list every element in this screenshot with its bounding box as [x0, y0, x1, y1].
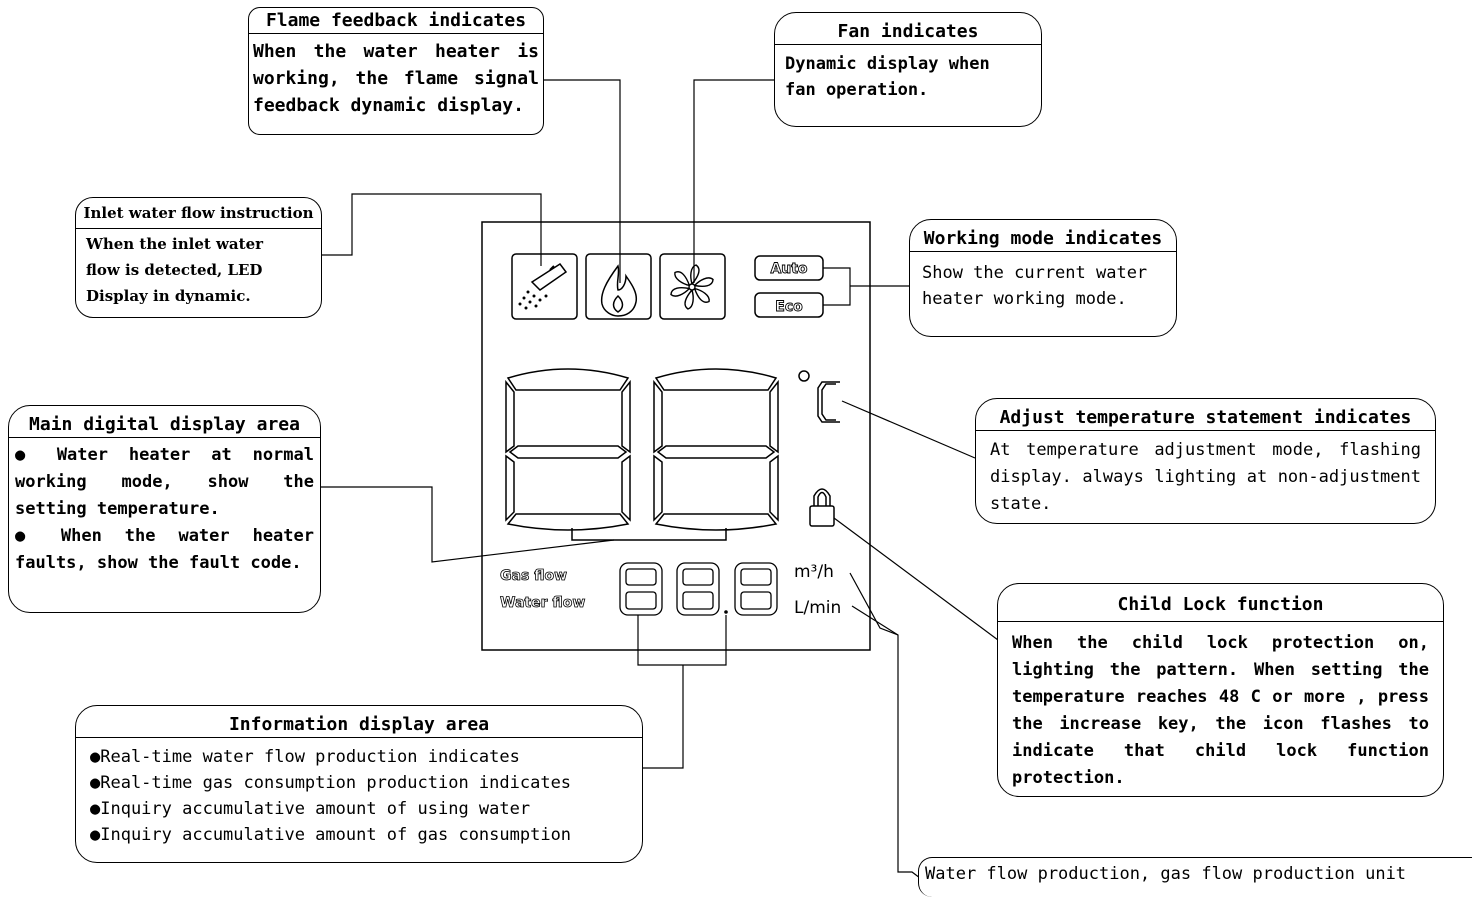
eco-mode-label: Eco: [775, 299, 803, 315]
flame-feedback-title: Flame feedback indicates: [249, 8, 543, 34]
main-digit-2: [653, 368, 779, 531]
working-mode-title: Working mode indicates: [910, 220, 1176, 252]
main-digit-1: [505, 368, 631, 531]
fan-callout: Fan indicates Dynamic display when fan o…: [774, 12, 1042, 127]
info-item: ●Real-time gas consumption production in…: [90, 773, 572, 793]
info-display-list: ●Real-time water flow production indicat…: [76, 738, 642, 854]
inlet-water-callout: Inlet water flow instruction When the in…: [75, 197, 322, 318]
flame-feedback-text: When the water heater is working, the fl…: [253, 41, 539, 116]
main-display-bullet-1: ● Water heater at normal working mode, s…: [15, 445, 314, 519]
display-panel-frame: [481, 221, 871, 651]
main-display-title: Main digital display area: [9, 406, 320, 438]
unit-callout: Water flow production, gas flow producti…: [918, 857, 1472, 897]
working-mode-text: Show the current water heater working mo…: [922, 263, 1148, 309]
leader-lines: [321, 79, 999, 879]
info-digit-2: [676, 562, 720, 616]
unit-m3h-label: m³/h: [794, 562, 834, 582]
main-display-bullet-2: ● When the water heater faults, show the…: [15, 526, 314, 573]
flame-icon: [585, 253, 652, 320]
child-lock-callout: Child Lock function When the child lock …: [997, 583, 1444, 797]
main-display-callout: Main digital display area ● Water heater…: [8, 405, 321, 613]
auto-mode-label: Auto: [770, 261, 807, 277]
gas-flow-label: Gas flow: [500, 568, 567, 584]
info-display-title: Information display area: [76, 706, 642, 738]
info-digit-3: [734, 562, 778, 616]
celsius-icon: [817, 381, 840, 423]
inlet-water-text: When the inlet water flow is detected, L…: [86, 235, 264, 305]
info-item: ●Inquiry accumulative amount of gas cons…: [90, 825, 572, 845]
shower-icon: [511, 253, 578, 320]
unit-lmin-label: L/min: [794, 598, 841, 618]
working-mode-callout: Working mode indicates Show the current …: [909, 219, 1177, 337]
adjust-temperature-title: Adjust temperature statement indicates: [976, 399, 1435, 431]
info-digit-1: [619, 562, 663, 616]
child-lock-icon: [809, 488, 835, 527]
fan-title: Fan indicates: [775, 13, 1041, 45]
info-item: ●Real-time water flow production indicat…: [90, 747, 520, 767]
info-item: ●Inquiry accumulative amount of using wa…: [90, 799, 531, 819]
degree-icon: [798, 370, 810, 382]
decimal-point: [724, 610, 728, 614]
water-flow-label: Water flow: [500, 595, 585, 611]
fan-icon: [659, 253, 726, 320]
digit-bracket: [571, 528, 727, 541]
adjust-temperature-text: At temperature adjustment mode, flashing…: [990, 440, 1421, 514]
child-lock-text: When the child lock protection on, light…: [1012, 633, 1429, 788]
flame-feedback-callout: Flame feedback indicates When the water …: [248, 7, 544, 135]
inlet-water-title: Inlet water flow instruction: [76, 198, 321, 229]
fan-text: Dynamic display when fan operation.: [785, 54, 990, 100]
child-lock-title: Child Lock function: [998, 584, 1443, 622]
unit-text: Water flow production, gas flow producti…: [925, 864, 1407, 884]
adjust-temperature-callout: Adjust temperature statement indicates A…: [975, 398, 1436, 524]
info-display-callout: Information display area ●Real-time wate…: [75, 705, 643, 863]
